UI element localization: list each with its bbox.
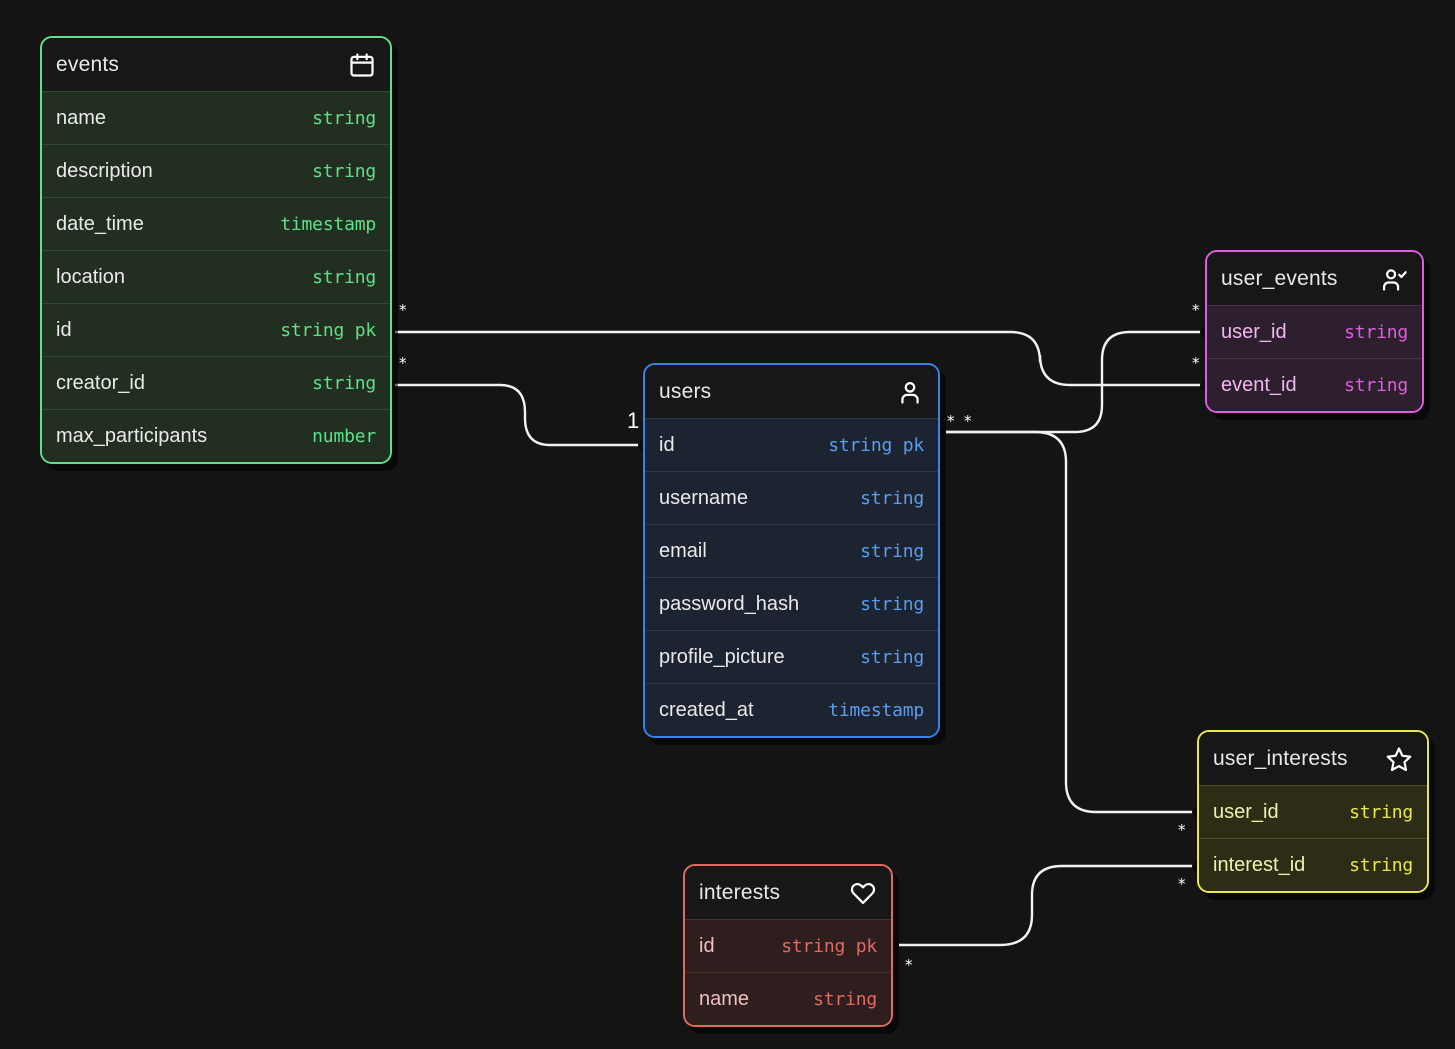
field-name: id — [56, 318, 72, 341]
field-row[interactable]: user_id string — [1199, 785, 1427, 838]
link-users-id-to-user-interests-user-id — [938, 430, 1199, 814]
field-name: created_at — [659, 698, 754, 721]
field-row[interactable]: id string pk — [645, 418, 938, 471]
field-name: interest_id — [1213, 853, 1306, 876]
field-type: string — [312, 266, 376, 288]
table-events[interactable]: events name string description string da… — [40, 36, 392, 464]
user-icon — [896, 378, 924, 406]
cardinality-marker: 1 — [627, 408, 640, 433]
field-type: string — [1349, 801, 1413, 823]
cardinality-marker: * — [1178, 821, 1186, 839]
field-row[interactable]: interest_id string — [1199, 838, 1427, 891]
cardinality-marker: * — [399, 354, 407, 372]
cardinality-marker: * — [964, 412, 972, 430]
field-name: creator_id — [56, 371, 145, 394]
cardinality-marker: * — [905, 956, 913, 974]
table-user-events[interactable]: user_events user_id string event_id stri… — [1205, 250, 1424, 413]
table-title: events — [56, 52, 120, 76]
field-row[interactable]: location string — [42, 250, 390, 303]
field-row[interactable]: password_hash string — [645, 577, 938, 630]
user-check-icon — [1380, 265, 1408, 293]
field-type: string — [860, 646, 924, 668]
field-type: string — [860, 593, 924, 615]
cardinality-marker: * — [1192, 301, 1200, 319]
field-row[interactable]: date_time timestamp — [42, 197, 390, 250]
table-users[interactable]: users id string pk username string email… — [643, 363, 940, 738]
field-row[interactable]: id string pk — [42, 303, 390, 356]
field-type: string — [312, 107, 376, 129]
field-row[interactable]: user_id string — [1207, 305, 1422, 358]
field-name: id — [659, 433, 675, 456]
table-user-interests[interactable]: user_interests user_id string interest_i… — [1197, 730, 1429, 893]
field-type: string pk — [828, 434, 924, 456]
field-type: string — [1344, 321, 1408, 343]
table-interests[interactable]: interests id string pk name string — [683, 864, 893, 1027]
field-type: string — [860, 487, 924, 509]
field-row[interactable]: event_id string — [1207, 358, 1422, 411]
calendar-icon — [348, 51, 376, 79]
field-type: string — [312, 372, 376, 394]
table-header-interests: interests — [685, 866, 891, 919]
field-name: name — [56, 106, 107, 129]
field-type: string pk — [781, 935, 877, 957]
field-name: location — [56, 265, 125, 288]
link-interests-id-to-user-interests-interest-id — [891, 864, 1199, 947]
field-row[interactable]: description string — [42, 144, 390, 197]
table-title: users — [659, 379, 712, 403]
field-name: user_id — [1221, 320, 1287, 343]
field-row[interactable]: created_at timestamp — [645, 683, 938, 736]
cardinality-marker: * — [1178, 875, 1186, 893]
field-row[interactable]: email string — [645, 524, 938, 577]
table-title: interests — [699, 880, 781, 904]
field-type: number — [312, 425, 376, 447]
field-name: username — [659, 486, 748, 509]
table-header-users: users — [645, 365, 938, 418]
field-type: string — [312, 160, 376, 182]
field-name: description — [56, 159, 153, 182]
cardinality-marker: * — [947, 412, 955, 430]
field-type: string — [1349, 854, 1413, 876]
table-header-user-events: user_events — [1207, 252, 1422, 305]
field-row[interactable]: id string pk — [685, 919, 891, 972]
field-name: profile_picture — [659, 645, 785, 668]
field-row[interactable]: creator_id string — [42, 356, 390, 409]
link-users-id-to-user-events-user-id — [938, 330, 1207, 434]
field-type: string — [1344, 374, 1408, 396]
field-name: email — [659, 539, 707, 562]
field-row[interactable]: name string — [685, 972, 891, 1025]
field-row[interactable]: username string — [645, 471, 938, 524]
field-name: event_id — [1221, 373, 1297, 396]
field-name: password_hash — [659, 592, 800, 615]
field-name: max_participants — [56, 424, 208, 447]
cardinality-marker: * — [1192, 354, 1200, 372]
field-type: string — [860, 540, 924, 562]
field-name: id — [699, 934, 715, 957]
field-name: date_time — [56, 212, 144, 235]
field-type: string — [813, 988, 877, 1010]
table-title: user_interests — [1213, 746, 1348, 770]
field-type: string pk — [280, 319, 376, 341]
table-header-events: events — [42, 38, 390, 91]
field-row[interactable]: name string — [42, 91, 390, 144]
table-header-user-interests: user_interests — [1199, 732, 1427, 785]
field-name: name — [699, 987, 750, 1010]
field-row[interactable]: max_participants number — [42, 409, 390, 462]
field-type: timestamp — [280, 213, 376, 235]
field-row[interactable]: profile_picture string — [645, 630, 938, 683]
star-icon — [1385, 745, 1413, 773]
cardinality-marker: * — [399, 301, 407, 319]
table-title: user_events — [1221, 266, 1338, 290]
field-type: timestamp — [828, 699, 924, 721]
heart-icon — [849, 879, 877, 907]
field-name: user_id — [1213, 800, 1279, 823]
link-events-creator-id-to-users-id — [388, 383, 645, 447]
